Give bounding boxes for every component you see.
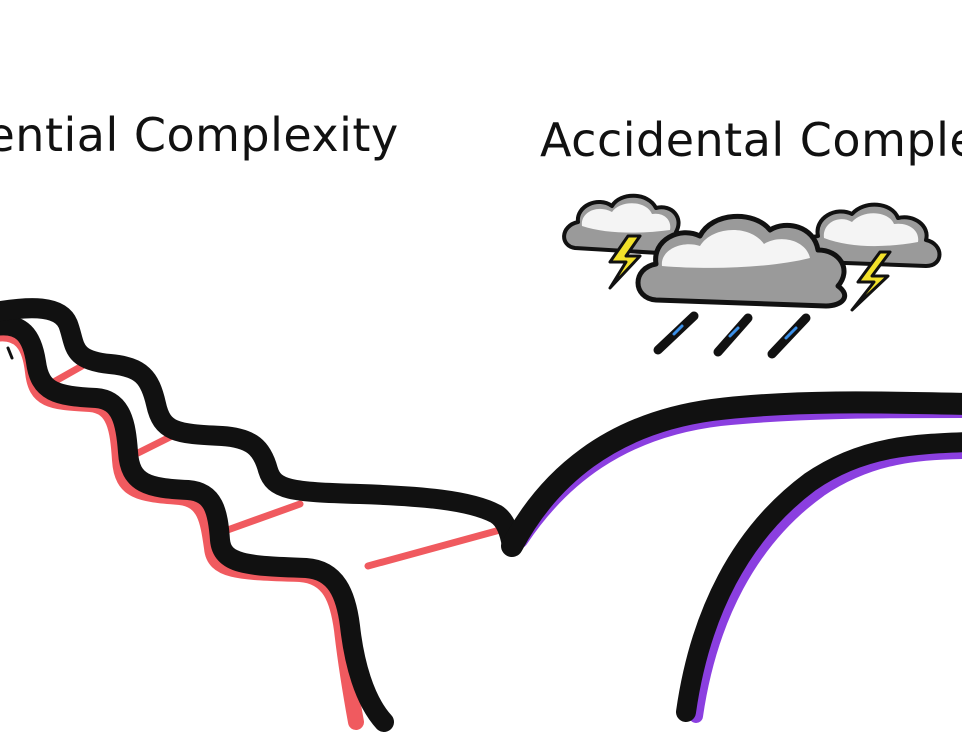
- lower-curve-accent: [689, 445, 962, 723]
- staircase-lower-line: [0, 315, 394, 732]
- rain-drop-icon: [653, 311, 811, 359]
- cloud-left-highlight: [581, 203, 671, 233]
- staircase-tread-3: [218, 500, 304, 536]
- accidental-complexity-label: Accidental Complexity: [540, 113, 962, 167]
- storm-cloud-icon: [562, 193, 942, 359]
- essential-complexity-label: Essential Complexity: [0, 108, 399, 162]
- staircase-tick: [6, 346, 14, 360]
- cloud-center-highlight: [661, 229, 810, 268]
- staircase-tread-4: [364, 526, 504, 570]
- staircase: [0, 298, 522, 732]
- upper-curve-line: [501, 391, 962, 557]
- lightning-bolt-icon: [608, 234, 642, 290]
- upper-curve-accent: [512, 402, 962, 548]
- accidental-curves: [501, 391, 962, 723]
- lightning-bolt-icon: [850, 250, 892, 312]
- staircase-upper-line: [0, 298, 522, 556]
- cloud-right-highlight: [823, 213, 919, 247]
- lower-curve-line: [676, 432, 962, 722]
